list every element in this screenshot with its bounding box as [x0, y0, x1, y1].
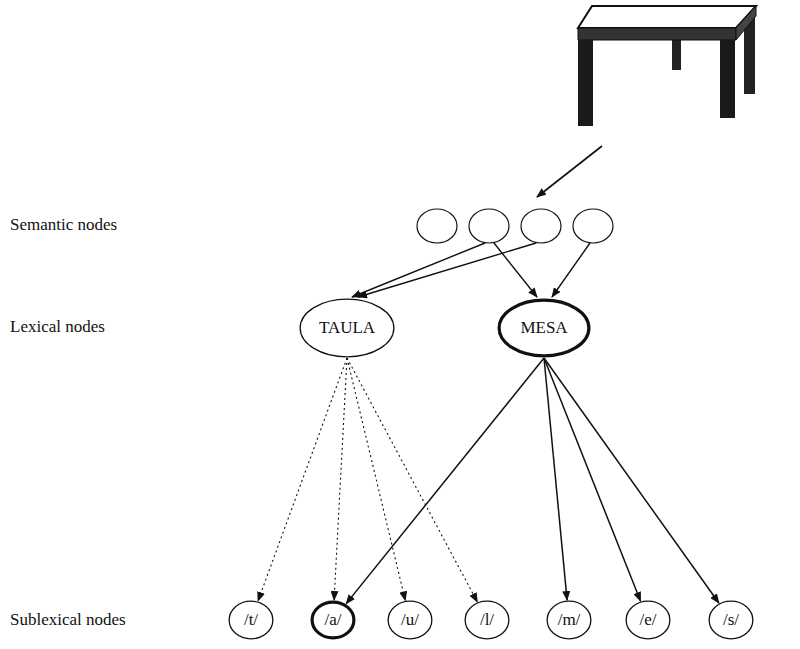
sublexical-node: /u/	[387, 600, 433, 640]
lexical-node: MESA	[497, 298, 591, 358]
activation-link	[347, 358, 405, 600]
sublexical-node: /e/	[625, 600, 671, 640]
node-label: /t/	[244, 610, 258, 630]
node-label: /a/	[325, 610, 342, 630]
activation-link	[346, 358, 544, 604]
lexical-node: TAULA	[299, 298, 395, 358]
node-label: MESA	[520, 318, 567, 338]
level-label: Lexical nodes	[10, 317, 105, 337]
activation-link	[258, 358, 347, 601]
table-picture	[578, 6, 756, 126]
semantic-links	[352, 243, 590, 297]
node-label: /m/	[558, 610, 581, 630]
sublexical-node: /m/	[546, 600, 592, 640]
level-label: Sublexical nodes	[10, 610, 126, 630]
node-label: TAULA	[319, 318, 375, 338]
node-label: /u/	[401, 610, 419, 630]
activation-link	[544, 358, 719, 603]
activation-link	[334, 358, 347, 600]
sublexical-node: /l/	[464, 600, 510, 640]
node-label: /s/	[723, 610, 739, 630]
input-arrow	[537, 146, 602, 197]
node-label: /e/	[640, 610, 657, 630]
activation-link	[347, 358, 477, 602]
activation-link	[544, 358, 640, 601]
sublexical-node: /a/	[310, 600, 356, 640]
node-label: /l/	[480, 610, 494, 630]
sublexical-node: /s/	[708, 600, 754, 640]
semantic-circles	[417, 209, 613, 243]
sublexical-node: /t/	[228, 600, 274, 640]
level-label: Semantic nodes	[10, 215, 117, 235]
activation-link	[544, 358, 567, 600]
